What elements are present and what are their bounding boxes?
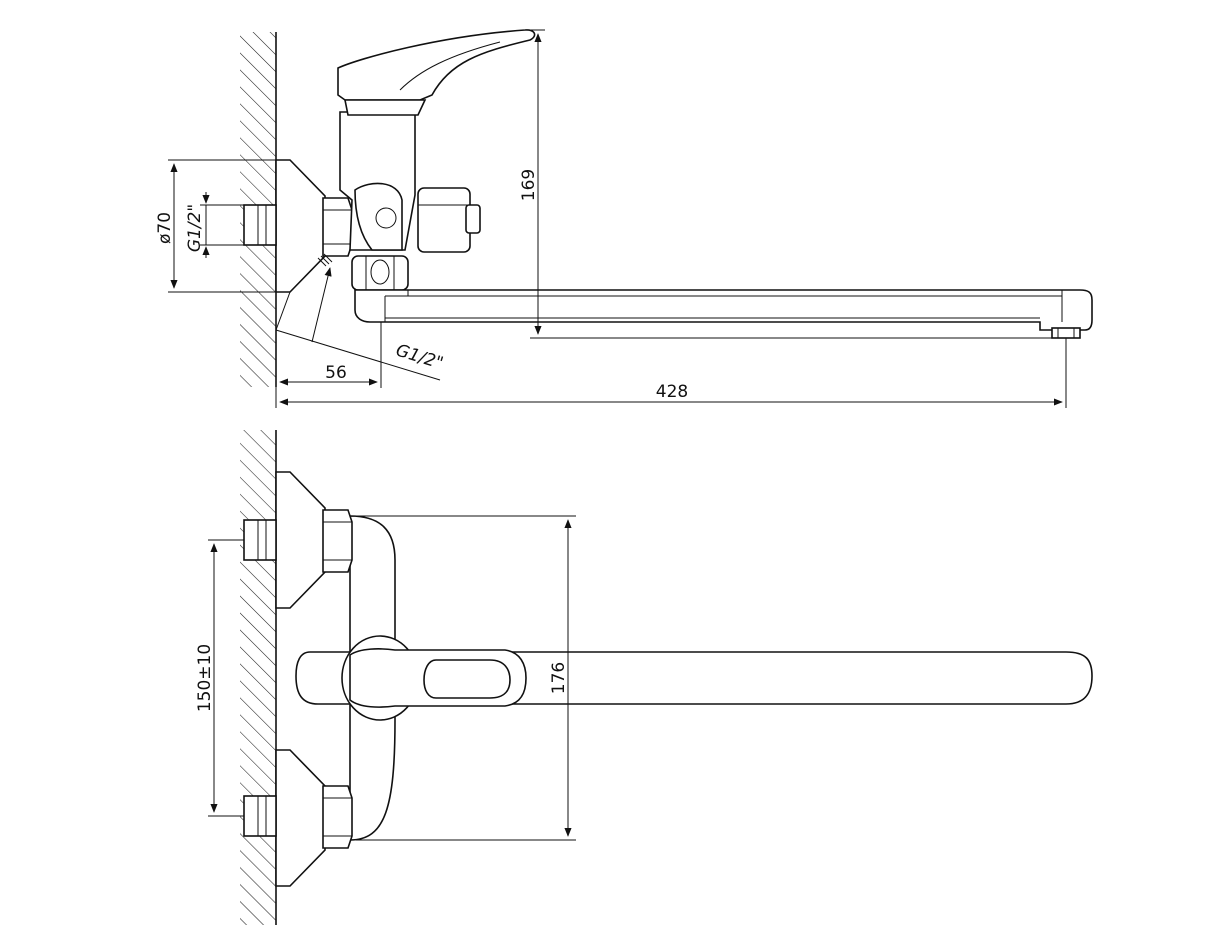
eccentric-fitting bbox=[354, 182, 403, 251]
lever-handle-front bbox=[349, 648, 527, 708]
dim-thread-outlet-label: G1/2" bbox=[393, 341, 445, 374]
dim-centers-150: 150±10 bbox=[195, 539, 244, 817]
dim-offset-56-label: 56 bbox=[325, 363, 347, 383]
escutcheon-flange-top bbox=[275, 159, 326, 293]
hex-nut-upper bbox=[322, 509, 353, 573]
dim-diameter-70-label: ø70 bbox=[155, 212, 175, 244]
spout-top bbox=[354, 289, 1093, 339]
dim-height-169: 169 bbox=[519, 29, 1060, 339]
dim-spout-428-label: 428 bbox=[656, 382, 688, 402]
dim-centers-150-label: 150±10 bbox=[195, 644, 215, 712]
inlet-pipe-lower bbox=[243, 795, 277, 837]
dim-diameter-70: ø70 bbox=[155, 159, 290, 293]
dim-height-169-label: 169 bbox=[519, 169, 539, 201]
hex-nut-top bbox=[322, 197, 353, 257]
dim-height-176: 176 bbox=[356, 515, 576, 841]
dim-height-176-label: 176 bbox=[549, 662, 569, 694]
dim-spout-428: 428 bbox=[275, 338, 1067, 408]
hex-nut-lower bbox=[322, 785, 353, 849]
front-view: 150±10 176 bbox=[195, 430, 1093, 925]
diverter-knob bbox=[417, 187, 481, 253]
inlet-pipe-top bbox=[243, 204, 277, 246]
dim-thread-inlet: G1/2" bbox=[185, 192, 244, 258]
wall-bottom bbox=[240, 430, 277, 925]
knurl-mark bbox=[317, 253, 333, 267]
dim-thread-inlet-label: G1/2" bbox=[185, 204, 205, 252]
escutcheon-lower bbox=[275, 749, 326, 887]
swivel-ring bbox=[351, 255, 409, 291]
inlet-pipe-upper bbox=[243, 519, 277, 561]
dim-offset-56: 56 bbox=[279, 322, 382, 388]
escutcheon-upper bbox=[275, 471, 326, 609]
side-view: 169 ø70 G1/2" G1/2" 5 bbox=[155, 29, 1093, 408]
